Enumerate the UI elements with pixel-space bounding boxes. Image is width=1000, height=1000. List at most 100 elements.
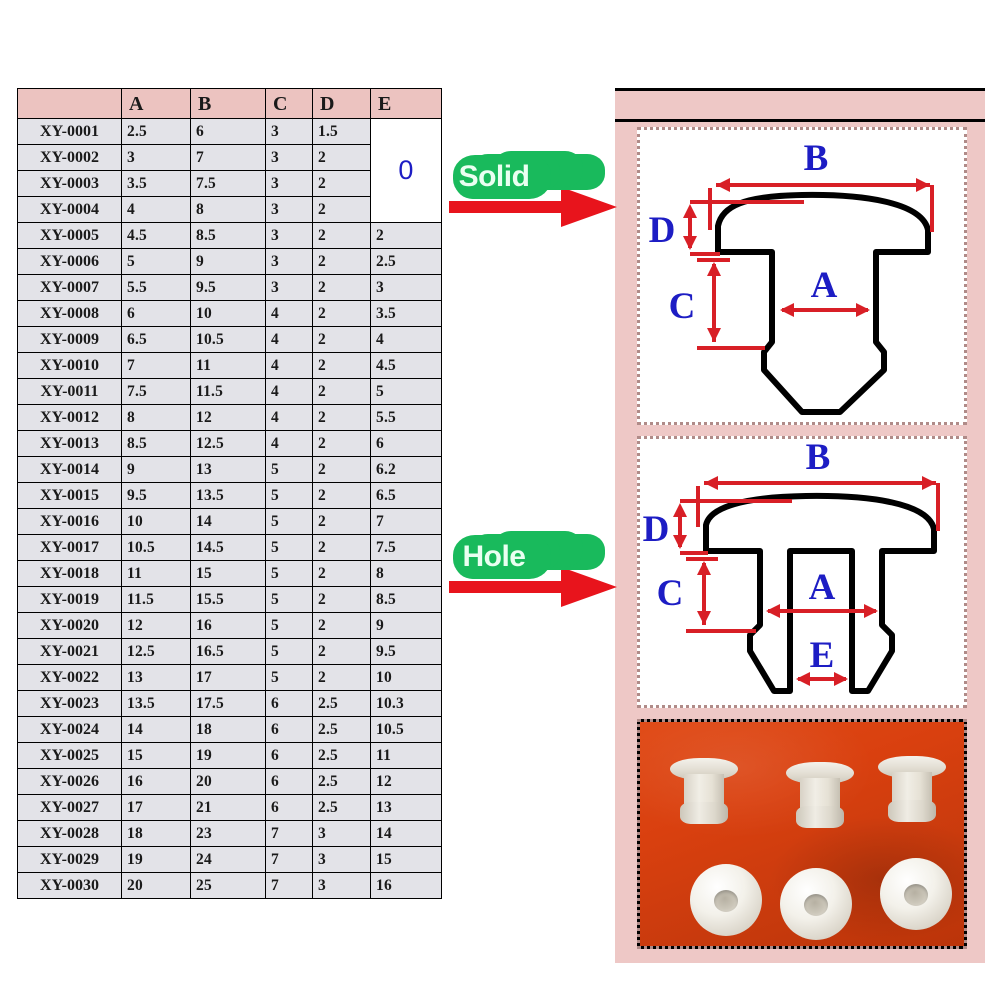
cell-dim-a: 8 (121, 404, 191, 431)
cell-dim-b: 8.5 (190, 222, 266, 249)
column-header-b: B (190, 88, 266, 119)
cell-dim-c: 7 (265, 846, 313, 873)
cell-dim-c: 5 (265, 586, 313, 613)
cell-dim-e: 6.5 (370, 482, 442, 509)
cell-dim-b: 18 (190, 716, 266, 743)
plug-rib (888, 800, 936, 822)
cell-dim-d: 3 (312, 846, 371, 873)
cell-dim-e: 2.5 (370, 248, 442, 275)
cell-dim-d: 2 (312, 430, 371, 457)
cell-dim-e: 10.3 (370, 690, 442, 717)
cell-dim-d: 2 (312, 612, 371, 639)
cell-dim-b: 11.5 (190, 378, 266, 405)
cell-part-id: XY-0017 (17, 534, 122, 561)
panel-header-band (615, 91, 985, 122)
plug-side-view (878, 756, 946, 828)
plug-hole (904, 884, 928, 906)
photo-background (640, 722, 964, 946)
cell-dim-b: 10 (190, 300, 266, 327)
cell-dim-c: 5 (265, 534, 313, 561)
cell-dim-b: 8 (190, 196, 266, 223)
cell-dim-b: 17.5 (190, 690, 266, 717)
cell-part-id: XY-0010 (17, 352, 122, 379)
cell-dim-a: 10 (121, 508, 191, 535)
cell-dim-d: 2 (312, 534, 371, 561)
cell-dim-b: 15.5 (190, 586, 266, 613)
cell-part-id: XY-0003 (17, 170, 122, 197)
cell-dim-c: 5 (265, 664, 313, 691)
cell-dim-e: 6.2 (370, 456, 442, 483)
cell-dim-a: 10.5 (121, 534, 191, 561)
cell-dim-e: 5 (370, 378, 442, 405)
cell-part-id: XY-0026 (17, 768, 122, 795)
cell-dim-a: 11.5 (121, 586, 191, 613)
cell-dim-d: 2 (312, 404, 371, 431)
hole-plug-diagram: B D C A E (637, 436, 967, 708)
cell-dim-a: 4.5 (121, 222, 191, 249)
cell-dim-a: 16 (121, 768, 191, 795)
cell-dim-e: 16 (370, 872, 442, 899)
cell-dim-a: 6 (121, 300, 191, 327)
cell-dim-a: 9.5 (121, 482, 191, 509)
cell-dim-e: 9 (370, 612, 442, 639)
cell-dim-c: 5 (265, 482, 313, 509)
cell-dim-c: 4 (265, 300, 313, 327)
cell-part-id: XY-0025 (17, 742, 122, 769)
cell-dim-e: 14 (370, 820, 442, 847)
cell-dim-a: 17 (121, 794, 191, 821)
cell-dim-e: 4.5 (370, 352, 442, 379)
cell-part-id: XY-0024 (17, 716, 122, 743)
cell-dim-d: 2 (312, 352, 371, 379)
cell-dim-b: 14.5 (190, 534, 266, 561)
cell-dim-b: 16.5 (190, 638, 266, 665)
dimension-label-d: D (643, 509, 670, 550)
right-arrow-icon (449, 187, 617, 227)
cell-dim-b: 15 (190, 560, 266, 587)
cell-dim-d: 2 (312, 170, 371, 197)
cell-dim-e: 13 (370, 794, 442, 821)
cell-dim-d: 2 (312, 456, 371, 483)
cell-dim-c: 5 (265, 560, 313, 587)
cell-dim-b: 21 (190, 794, 266, 821)
cell-dim-d: 2.5 (312, 742, 371, 769)
cell-dim-e: 6 (370, 430, 442, 457)
cell-dim-c: 6 (265, 690, 313, 717)
callout-label-hole: Hole (462, 540, 526, 573)
plug-top-view (780, 868, 852, 940)
plug-top-view (880, 858, 952, 930)
cell-dim-e: 9.5 (370, 638, 442, 665)
cell-dim-b: 10.5 (190, 326, 266, 353)
cell-part-id: XY-0009 (17, 326, 122, 353)
cell-dim-e: 5.5 (370, 404, 442, 431)
cell-dim-b: 20 (190, 768, 266, 795)
cell-dim-d: 2 (312, 248, 371, 275)
cell-dim-c: 4 (265, 326, 313, 353)
plug-neck (684, 774, 724, 806)
cell-dim-c: 3 (265, 248, 313, 275)
cell-dim-a: 2.5 (121, 118, 191, 145)
cell-dim-c: 7 (265, 872, 313, 899)
cell-dim-d: 3 (312, 820, 371, 847)
cell-dim-c: 6 (265, 768, 313, 795)
dimension-lines (688, 183, 934, 350)
cell-part-id: XY-0006 (17, 248, 122, 275)
cell-dim-a: 12 (121, 612, 191, 639)
cell-dim-a: 3 (121, 144, 191, 171)
dimension-arrowheads (673, 476, 936, 686)
cell-dim-c: 5 (265, 612, 313, 639)
